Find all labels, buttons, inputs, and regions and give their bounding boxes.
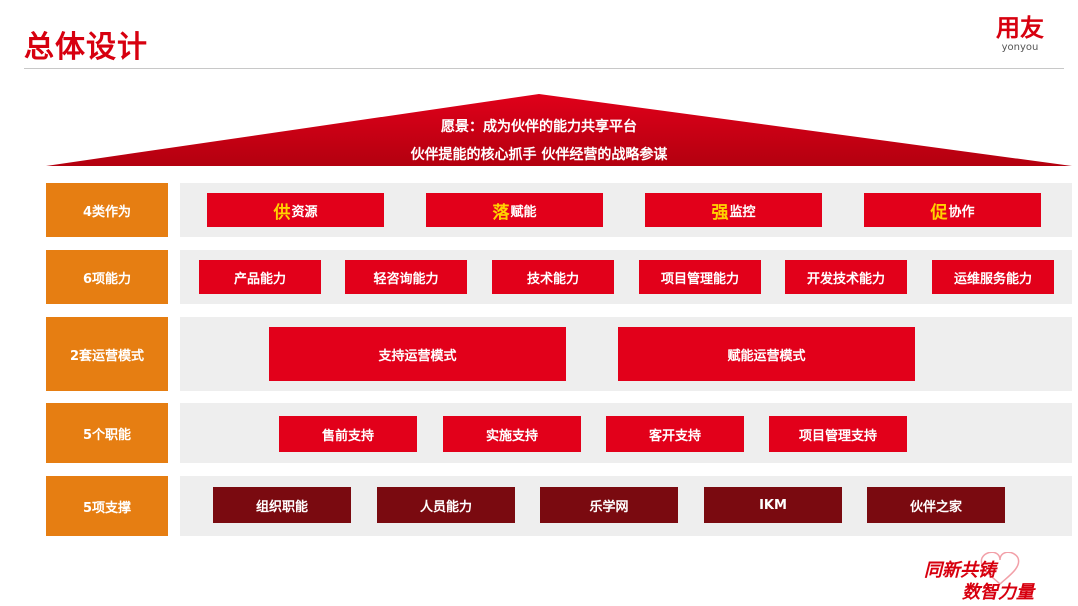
capability-box: 运维服务能力: [932, 260, 1054, 294]
page-title: 总体设计: [24, 30, 148, 65]
action-box-collaboration: 促 协作: [864, 193, 1041, 227]
row-label-functions: 5个职能: [46, 403, 168, 463]
logo-english: yonyou: [1001, 42, 1039, 53]
row-label-actions: 4类作为: [46, 183, 168, 237]
title-divider: [24, 68, 1064, 69]
vision-line: 愿景：成为伙伴的能力共享平台: [441, 119, 637, 135]
capability-box: 项目管理能力: [639, 260, 761, 294]
logo-chinese: 用友: [996, 14, 1044, 42]
capability-box: 开发技术能力: [785, 260, 907, 294]
function-box: 项目管理支持: [769, 416, 907, 452]
vision-subline: 伙伴提能的核心抓手 伙伴经营的战略参谋: [410, 147, 668, 163]
capability-box: 轻咨询能力: [345, 260, 467, 294]
operation-mode-box: 赋能运营模式: [618, 327, 915, 381]
row-label-capabilities: 6项能力: [46, 250, 168, 304]
heart-icon: [980, 552, 1020, 586]
roof-triangle: [46, 94, 1072, 166]
vision-roof: [46, 94, 1072, 166]
action-box-monitoring: 强 监控: [645, 193, 822, 227]
operation-mode-box: 支持运营模式: [269, 327, 566, 381]
action-box-enablement: 落 赋能: [426, 193, 603, 227]
action-key-char: 强: [711, 202, 729, 223]
slogan-graphic: 同新共铸 数智力量: [924, 552, 1036, 602]
row-bg-capabilities: [180, 250, 1072, 304]
action-label: 监控: [729, 204, 756, 220]
action-key-char: 供: [273, 202, 291, 223]
function-box: 实施支持: [443, 416, 581, 452]
capability-box: 产品能力: [199, 260, 321, 294]
support-box: 人员能力: [377, 487, 515, 523]
slogan-line-2: 数智力量: [962, 582, 1036, 602]
row-label-operation-modes: 2套运营模式: [46, 317, 168, 391]
function-box: 客开支持: [606, 416, 744, 452]
action-label: 赋能: [510, 204, 537, 220]
support-box: 组织职能: [213, 487, 351, 523]
action-label: 资源: [291, 204, 318, 220]
action-box-resources: 供 资源: [207, 193, 384, 227]
slogan-line-1: 同新共铸: [924, 560, 999, 581]
support-box: 乐学网: [540, 487, 678, 523]
capability-box: 技术能力: [492, 260, 614, 294]
action-key-char: 落: [492, 202, 510, 223]
row-label-supports: 5项支撑: [46, 476, 168, 536]
support-box: 伙伴之家: [867, 487, 1005, 523]
yonyou-logo: 用友 yonyou: [980, 14, 1060, 54]
support-box: IKM: [704, 487, 842, 523]
function-box: 售前支持: [279, 416, 417, 452]
action-label: 协作: [948, 204, 975, 220]
action-key-char: 促: [930, 202, 948, 223]
